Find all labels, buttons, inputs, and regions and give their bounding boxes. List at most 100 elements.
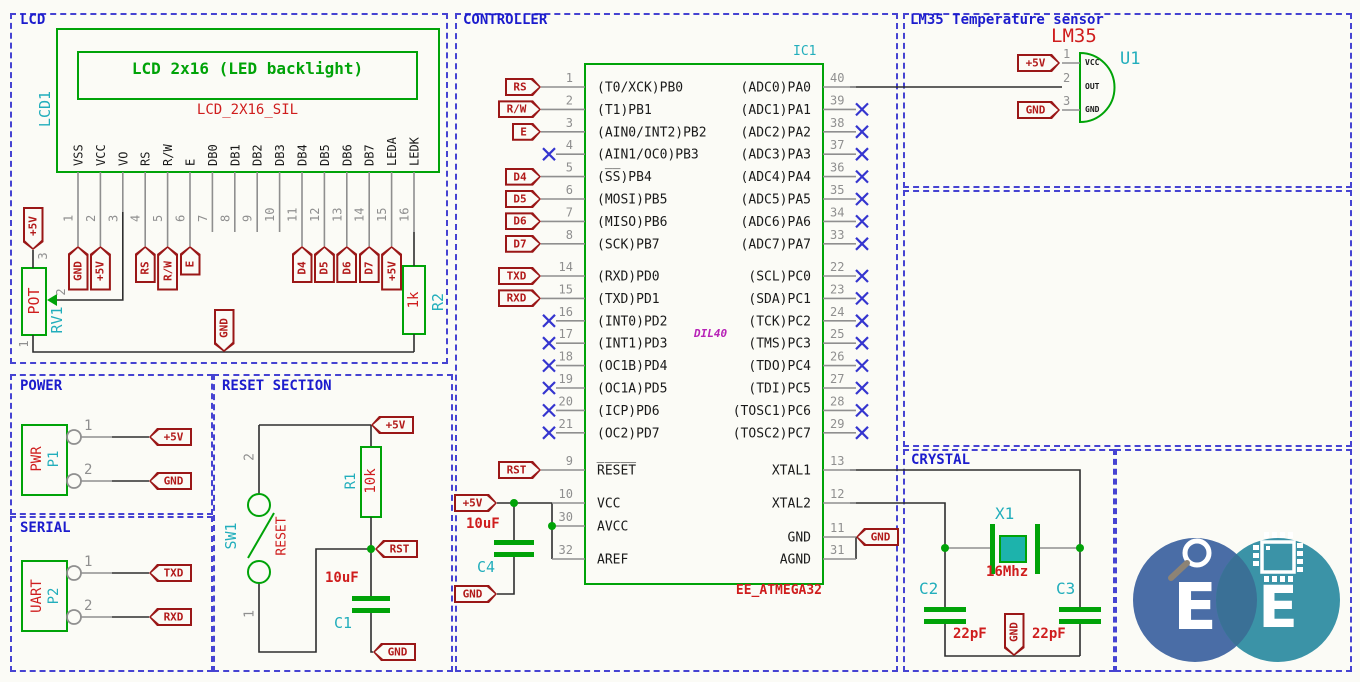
- ic-pin-number: 7: [566, 205, 573, 219]
- net-flag-gnd[interactable]: GND: [1004, 613, 1025, 656]
- atmega32-ic-symbol[interactable]: [584, 63, 824, 585]
- net-flag-txd-label: TXD: [163, 566, 184, 580]
- net-flag-gnd[interactable]: GND: [214, 309, 235, 352]
- net-flag-d6[interactable]: D6: [336, 246, 358, 283]
- wire-reset-top: [258, 424, 372, 494]
- net-flag-d5[interactable]: D5: [313, 246, 335, 283]
- lcd-pin-name: E: [184, 159, 198, 166]
- crystal-plate[interactable]: [990, 524, 995, 574]
- ic-pin-number: 5: [566, 161, 573, 175]
- net-flag-rst[interactable]: RST: [498, 461, 541, 479]
- lcd-symbol-outline[interactable]: [56, 28, 440, 173]
- capacitor-c3-plate[interactable]: [1059, 619, 1101, 624]
- crystal-plate[interactable]: [1035, 524, 1040, 574]
- no-connect-icon: [855, 314, 869, 328]
- c3-ref-label: C3: [1056, 579, 1076, 598]
- net-flag-rst-label: RST: [506, 463, 527, 477]
- no-connect-icon: [855, 358, 869, 373]
- lm35-ref-label: U1: [1120, 49, 1141, 69]
- net-flag-rxd[interactable]: RXD: [498, 289, 541, 307]
- section-box-power: [10, 374, 213, 515]
- net-flag-rst[interactable]: RST: [375, 540, 418, 558]
- lcd-pin-number: 3: [106, 215, 120, 222]
- net-flag-rs[interactable]: RS: [505, 78, 541, 96]
- switch-contact-bottom[interactable]: [247, 560, 271, 584]
- net-flag-d5[interactable]: D5: [505, 190, 541, 208]
- capacitor-c4-plate[interactable]: [494, 552, 534, 557]
- ic-pin-name: (AIN0/INT2)PB2: [597, 125, 707, 140]
- power-connector-symbol[interactable]: [21, 424, 68, 496]
- capacitor-c2-plate[interactable]: [924, 607, 966, 612]
- lm35-symbol[interactable]: [1079, 51, 1116, 124]
- ic-pin-name: (TOSC1)PC6: [733, 404, 811, 419]
- net-flag-gnd[interactable]: GND: [454, 585, 497, 603]
- net-flag-d4[interactable]: D4: [505, 168, 541, 186]
- net-flag-d7-label: D7: [513, 237, 527, 251]
- ic-pin-number: 16: [559, 305, 573, 319]
- switch-blade[interactable]: [247, 512, 275, 559]
- net-flag-d5-label: D5: [317, 260, 331, 275]
- net-flag-gnd[interactable]: GND: [373, 643, 416, 661]
- net-flag-rst-label: RST: [389, 542, 410, 556]
- net-flag-gnd[interactable]: GND: [149, 472, 192, 490]
- net-flag-plus5v[interactable]: +5V: [371, 416, 414, 434]
- capacitor-c4-plate[interactable]: [494, 540, 534, 545]
- c2-value-label: 22pF: [953, 626, 987, 642]
- net-flag-r/w[interactable]: R/W: [157, 246, 179, 291]
- net-flag-txd[interactable]: TXD: [149, 564, 192, 582]
- net-flag-gnd-label: GND: [387, 645, 408, 659]
- net-flag-txd[interactable]: TXD: [498, 267, 541, 285]
- net-flag-d4[interactable]: D4: [291, 246, 313, 283]
- x1-ref-label: X1: [995, 504, 1015, 523]
- ic-pin-name: XTAL2: [772, 497, 811, 512]
- capacitor-c2-plate[interactable]: [924, 619, 966, 624]
- serial-connector-symbol[interactable]: [21, 560, 68, 632]
- net-flag-d7[interactable]: D7: [505, 235, 541, 253]
- net-flag-d7[interactable]: D7: [358, 246, 380, 283]
- no-connect-icon: [855, 381, 869, 395]
- no-connect-icon: [542, 336, 556, 350]
- net-flag-d7-label: D7: [362, 260, 376, 275]
- net-flag-gnd[interactable]: GND: [856, 528, 899, 546]
- capacitor-c1-plate[interactable]: [352, 608, 390, 613]
- capacitor-c1-plate[interactable]: [352, 596, 390, 601]
- net-flag-d6[interactable]: D6: [505, 212, 541, 230]
- net-flag-plus5v[interactable]: +5V: [454, 494, 497, 512]
- ic-pin-number: 38: [830, 116, 844, 130]
- net-flag-rs-label: RS: [513, 80, 527, 94]
- ic-pin-name: (SDA)PC1: [748, 292, 811, 307]
- lcd-pin-number: 1: [62, 215, 76, 222]
- lcd-pin-name: DB1: [228, 144, 242, 166]
- serial-pin1-number: 1: [84, 554, 93, 570]
- power-ref-label: P1: [46, 450, 62, 468]
- lm35-part-label: LM35: [1051, 25, 1097, 47]
- net-flag-plus5v[interactable]: +5V: [23, 207, 44, 250]
- net-flag-+5v[interactable]: +5V: [381, 246, 403, 291]
- switch-contact-top[interactable]: [247, 493, 271, 517]
- serial-pin2-number: 2: [84, 598, 93, 614]
- serial-pin2-circle: [66, 609, 82, 625]
- sw1-pin2-number: 2: [242, 453, 258, 461]
- net-flag-+5v[interactable]: +5V: [89, 246, 111, 291]
- crystal-x1-symbol[interactable]: [999, 535, 1027, 563]
- net-flag-gnd[interactable]: GND: [1017, 101, 1060, 119]
- net-flag-plus5v[interactable]: +5V: [1017, 54, 1060, 72]
- potentiometer-symbol[interactable]: [21, 267, 47, 336]
- net-flag-gnd[interactable]: GND: [67, 246, 89, 291]
- net-flag-plus5v[interactable]: +5V: [149, 428, 192, 446]
- lcd-pin-number: 5: [151, 215, 165, 222]
- package-label: DIL40: [694, 327, 728, 340]
- net-flag-e[interactable]: E: [179, 246, 201, 276]
- ic-pin-number: 1: [566, 71, 573, 85]
- net-flag-rs[interactable]: RS: [134, 246, 156, 283]
- lcd-pin-name: DB3: [273, 144, 287, 166]
- net-flag-e[interactable]: E: [512, 123, 541, 141]
- net-flag-rxd[interactable]: RXD: [149, 608, 192, 626]
- section-title-reset: RESET SECTION: [222, 378, 332, 394]
- logo-left-letter: E: [1173, 571, 1217, 645]
- lcd-pin-name: DB7: [363, 144, 377, 166]
- net-flag-rw[interactable]: R/W: [498, 100, 541, 118]
- no-connect-icon: [855, 336, 869, 350]
- capacitor-c3-plate[interactable]: [1059, 607, 1101, 612]
